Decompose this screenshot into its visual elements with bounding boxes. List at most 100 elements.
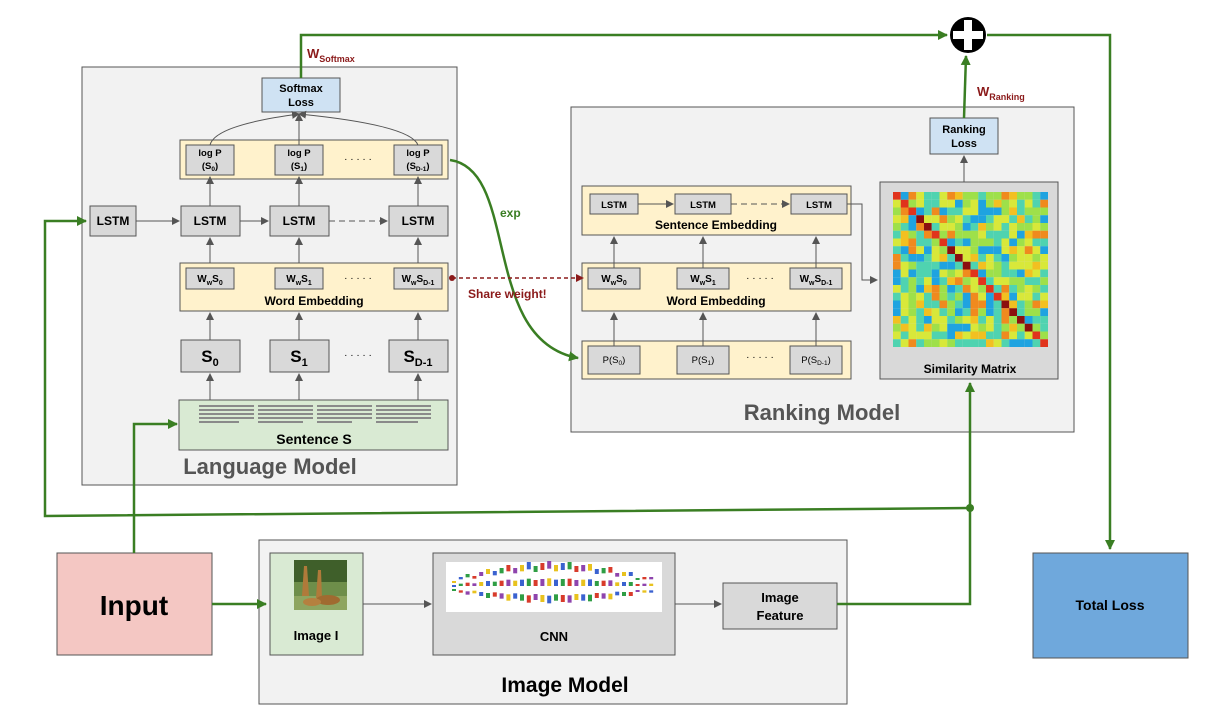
heatmap-cell <box>1024 308 1033 316</box>
heatmap-cell <box>939 199 948 208</box>
heatmap-cell <box>924 238 932 247</box>
heatmap-cell <box>947 277 955 285</box>
rm-emb-1-w: W <box>690 274 700 285</box>
cnn-block <box>560 595 565 602</box>
heatmap-cell <box>916 339 924 347</box>
heatmap-cell <box>1032 316 1041 324</box>
heatmap-cell <box>908 269 917 278</box>
rm-prob-0-label: P(S0) <box>603 355 626 367</box>
heatmap-cell <box>970 269 979 278</box>
heatmap-cell <box>962 300 971 309</box>
heatmap-cell <box>1017 323 1025 332</box>
cnn-block <box>479 592 484 596</box>
heatmap-cell <box>893 238 901 247</box>
heatmap-cell <box>947 192 955 200</box>
heatmap-cell <box>947 292 955 301</box>
heatmap-cell <box>955 207 963 216</box>
heatmap-cell <box>924 254 932 262</box>
heatmap-cell <box>947 207 955 216</box>
heatmap-cell <box>900 285 909 293</box>
heatmap-cell <box>931 192 940 200</box>
cnn-block <box>594 569 599 574</box>
heatmap-cell <box>908 215 917 223</box>
lm-emb-0-ssub: 0 <box>219 280 223 287</box>
heatmap-cell <box>978 238 986 247</box>
heatmap-cell <box>978 254 986 262</box>
rm-sentence-embedding-label: Sentence Embedding <box>655 218 777 232</box>
heatmap-cell <box>893 292 901 301</box>
heatmap-cell <box>908 300 917 309</box>
cnn-block <box>622 582 626 586</box>
heatmap-cell <box>1040 300 1048 309</box>
token-s0-base: S <box>201 347 212 366</box>
heatmap-cell <box>931 316 940 324</box>
logp-sd1-line2-sub: D-1 <box>416 166 427 173</box>
heatmap-cell <box>908 207 917 216</box>
heatmap-cell <box>900 300 909 309</box>
heatmap-cell <box>924 223 932 231</box>
cnn-block <box>594 581 599 586</box>
heatmap-cell <box>916 323 924 332</box>
rm-emb-0-wsub: w <box>610 280 617 287</box>
rm-emb-1-ssub: 1 <box>712 280 716 287</box>
heatmap-cell <box>986 316 994 324</box>
heatmap-cell <box>1017 285 1025 293</box>
heatmap-cell <box>947 308 955 316</box>
heatmap-cell <box>947 215 955 223</box>
heatmap-cell <box>1032 323 1041 332</box>
heatmap-cell <box>970 207 979 216</box>
heatmap-cell <box>986 254 994 262</box>
lm-emb-d1-ssub: D-1 <box>423 280 434 287</box>
heatmap-cell <box>931 308 940 316</box>
lstm-1-label: LSTM <box>283 214 316 228</box>
heatmap-cell <box>962 323 971 332</box>
heatmap-cell <box>1024 323 1033 332</box>
heatmap-cell <box>1024 223 1033 231</box>
heatmap-cell <box>962 308 971 316</box>
heatmap-cell <box>908 316 917 324</box>
token-sd1-sub: D-1 <box>415 357 433 369</box>
heatmap-cell <box>939 207 948 216</box>
heatmap-cell <box>993 285 1002 293</box>
heatmap-cell <box>993 254 1002 262</box>
heatmap-cell <box>1032 339 1041 347</box>
input-label: Input <box>100 590 168 621</box>
heatmap-cell <box>970 300 979 309</box>
cnn-block <box>499 593 504 599</box>
heatmap-cell <box>1024 331 1033 340</box>
heatmap-cell <box>893 331 901 340</box>
cnn-block <box>649 577 654 580</box>
logp-s0-line1: log P <box>198 148 222 159</box>
rm-emb-d1-s: S <box>814 274 821 285</box>
rm-prob-0-sub: 0 <box>619 360 623 367</box>
heatmap-cell <box>916 292 924 301</box>
heatmap-cell <box>986 199 994 208</box>
heatmap-cell <box>986 207 994 216</box>
heatmap-cell <box>1040 261 1048 270</box>
heatmap-cell <box>993 269 1002 278</box>
logp-sd1-line2: (SD-1) <box>406 161 429 173</box>
heatmap-cell <box>955 285 963 293</box>
heatmap-cell <box>1024 316 1033 324</box>
lm-emb-0-s: S <box>212 274 219 285</box>
heatmap-cell <box>947 316 955 324</box>
logp-s1-line2-end: ) <box>304 161 307 172</box>
cnn-block <box>540 595 545 602</box>
heatmap-cell <box>955 300 963 309</box>
lstm-d1-box <box>388 205 449 237</box>
cnn-block <box>465 574 470 578</box>
heatmap-cell <box>908 238 917 247</box>
heatmap-cell <box>947 339 955 347</box>
w-softmax-base: W <box>307 46 320 61</box>
heatmap-cell <box>939 292 948 301</box>
logp-s1-line2-sub: 1 <box>300 166 304 173</box>
heatmap-cell <box>962 261 971 270</box>
heatmap-cell <box>1032 207 1041 216</box>
rm-word-embedding-label: Word Embedding <box>666 294 765 308</box>
heatmap-cell <box>924 261 932 270</box>
rm-lstm-0-label: LSTM <box>601 200 627 211</box>
rm-prob-dots: · · · · · <box>746 352 774 363</box>
cnn-block <box>554 579 558 586</box>
heatmap-cell <box>1017 192 1025 200</box>
